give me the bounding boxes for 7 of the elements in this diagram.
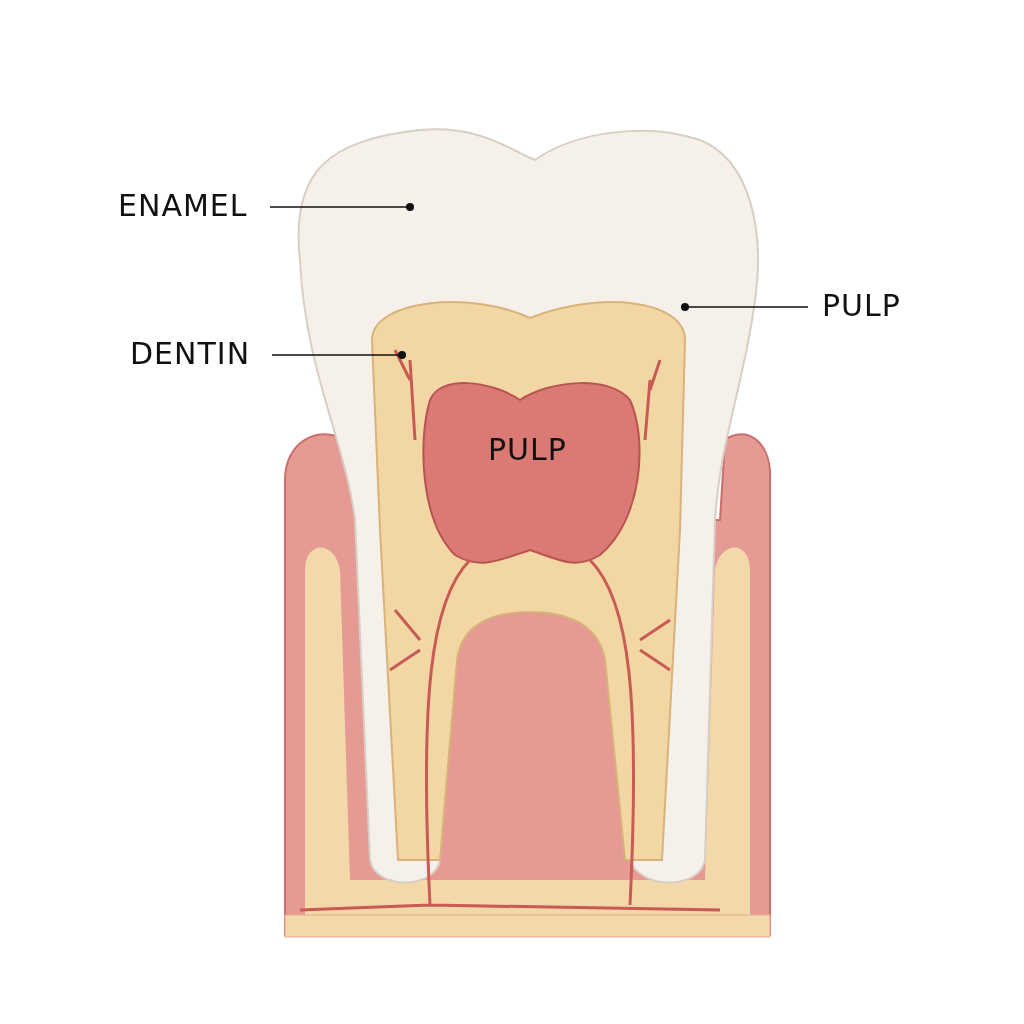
- part-name: DENTIN: [130, 336, 251, 371]
- leader-line: [271, 351, 406, 359]
- leader-line: [681, 303, 809, 311]
- part-name: PULP: [822, 288, 901, 323]
- leader-line: [269, 203, 414, 211]
- part-label: PULP: [488, 432, 567, 467]
- part-name: ENAMEL: [118, 188, 248, 223]
